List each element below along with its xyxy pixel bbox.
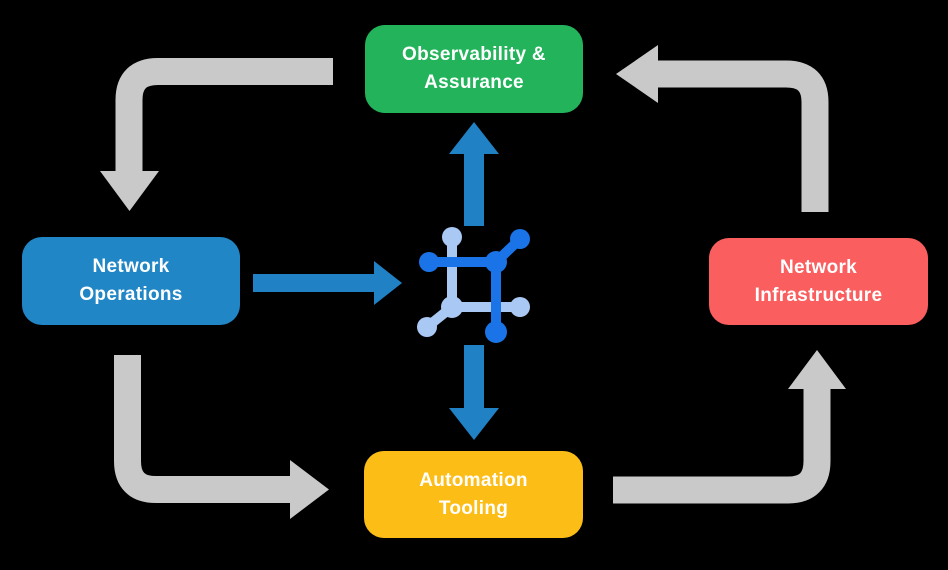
arrow-head-right (290, 460, 329, 519)
node-label-line: Infrastructure (754, 284, 883, 306)
node-label-line: Assurance (424, 72, 524, 93)
arrow-shaft (114, 355, 291, 503)
arrow-head-right (374, 261, 402, 305)
arrow-head-up (449, 122, 499, 154)
arrow-head-down (100, 171, 159, 211)
arrow-center-to-observability (449, 122, 499, 226)
arrow-head-left (616, 45, 658, 103)
icon-junction-dark (485, 251, 507, 273)
arrow-head-down (449, 408, 499, 440)
arrow-shaft (657, 60, 829, 212)
node-network-infrastructure: Network Infrastructure (709, 238, 928, 325)
arrow-shaft (115, 58, 333, 172)
icon-node-right (510, 297, 530, 317)
arrow-infrastructure-to-observability (616, 45, 829, 212)
arrow-center-to-automation (449, 345, 499, 440)
node-label-line: Network (92, 256, 170, 278)
icon-node-top (442, 227, 462, 247)
arrow-automation-to-infrastructure (613, 350, 846, 504)
network-mesh-icon (417, 227, 530, 343)
arrow-operations-to-center (253, 261, 402, 305)
arrow-head-up (788, 350, 846, 389)
node-automation-tooling: Automation Tooling (364, 451, 583, 538)
node-observability-assurance: Observability & Assurance (365, 25, 583, 113)
arrow-observability-to-operations (100, 58, 333, 211)
arrow-shaft (613, 388, 831, 504)
node-network-operations: Network Operations (22, 237, 240, 325)
icon-node-top-right (510, 229, 530, 249)
node-label-line: Observability & (402, 44, 546, 66)
node-label-line: Automation (419, 469, 528, 491)
icon-junction-light (441, 296, 463, 318)
icon-node-bottom-left (417, 317, 437, 337)
icon-node-bottom (485, 321, 507, 343)
node-label-line: Tooling (438, 497, 509, 519)
icon-node-left (419, 252, 439, 272)
node-label-line: Operations (79, 284, 183, 305)
arrow-operations-to-automation (114, 355, 329, 519)
node-label-line: Network (779, 256, 858, 278)
